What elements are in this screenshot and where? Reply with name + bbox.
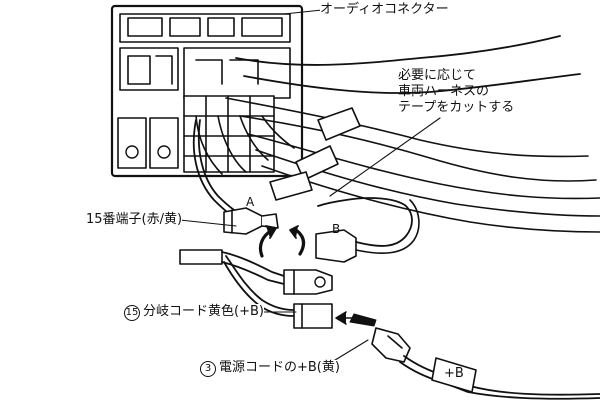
swap-arrows — [258, 225, 306, 258]
power-cord-number: 3 — [200, 361, 216, 377]
note-line-2: 車両ハーネスの — [398, 84, 490, 99]
marker-a: A — [246, 195, 255, 209]
power-cord — [371, 327, 600, 400]
pin-b-connector — [315, 197, 420, 263]
vehicle-harness-bundle — [195, 35, 600, 233]
note-line-1: 必要に応じて — [398, 68, 477, 83]
branch-cord-text: 分岐コード黄色(+B) — [143, 304, 264, 319]
marker-b: B — [332, 222, 341, 236]
label-terminal-15: 15番端子(赤/黄) — [86, 212, 183, 227]
label-tape-note: 必要に応じて 車両ハーネスの テープをカットする — [398, 68, 514, 116]
fuse-label: +B — [444, 366, 464, 381]
branch-cord-number: 15 — [124, 305, 140, 321]
audio-connector — [110, 4, 304, 178]
terminal-15-wire — [192, 119, 279, 235]
branch-cord — [179, 249, 333, 329]
power-cord-text: 電源コードの+B(黄) — [219, 360, 340, 375]
note-line-3: テープをカットする — [398, 100, 515, 115]
label-audio-connector: オーディオコネクター — [320, 2, 449, 17]
insert-arrow — [335, 311, 377, 327]
